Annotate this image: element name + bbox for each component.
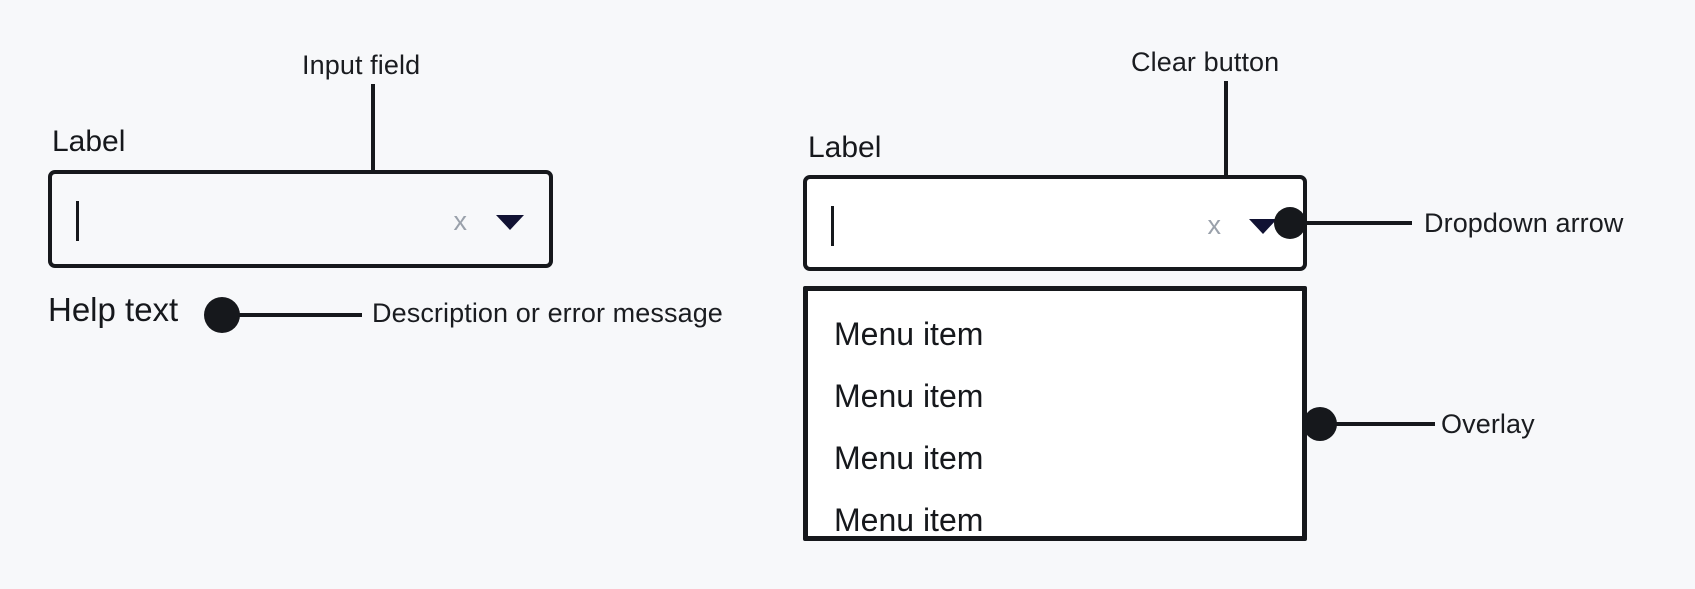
chevron-down-icon[interactable] <box>1249 219 1277 234</box>
list-item[interactable]: Menu item <box>834 440 984 476</box>
annotation-overlay: Overlay <box>1441 409 1535 439</box>
dropdown-overlay-menu[interactable]: Menu item Menu item Menu item Menu item <box>803 286 1307 541</box>
left-input-field[interactable]: x <box>48 170 553 268</box>
right-field-label: Label <box>808 131 882 164</box>
leader-line-dropdown-arrow <box>1297 221 1412 225</box>
leader-line-input-field <box>371 84 375 196</box>
list-item[interactable]: Menu item <box>834 502 984 538</box>
annotation-description: Description or error message <box>372 298 723 328</box>
text-caret <box>831 206 834 246</box>
leader-line-clear-button <box>1224 81 1228 195</box>
annotation-dropdown-arrow: Dropdown arrow <box>1424 208 1624 238</box>
leader-line-help-text <box>228 313 362 317</box>
chevron-down-icon[interactable] <box>496 215 524 230</box>
leader-line-overlay <box>1327 422 1435 426</box>
list-item[interactable]: Menu item <box>834 378 984 414</box>
clear-icon[interactable]: x <box>453 206 468 236</box>
left-field-label: Label <box>52 125 126 158</box>
right-input-field[interactable]: x <box>803 175 1307 271</box>
annotation-input-field: Input field <box>302 50 421 80</box>
annotation-clear-button: Clear button <box>1131 47 1280 77</box>
clear-icon[interactable]: x <box>1207 210 1222 240</box>
text-caret <box>76 201 79 241</box>
left-help-text: Help text <box>48 291 179 328</box>
list-item[interactable]: Menu item <box>834 316 984 352</box>
